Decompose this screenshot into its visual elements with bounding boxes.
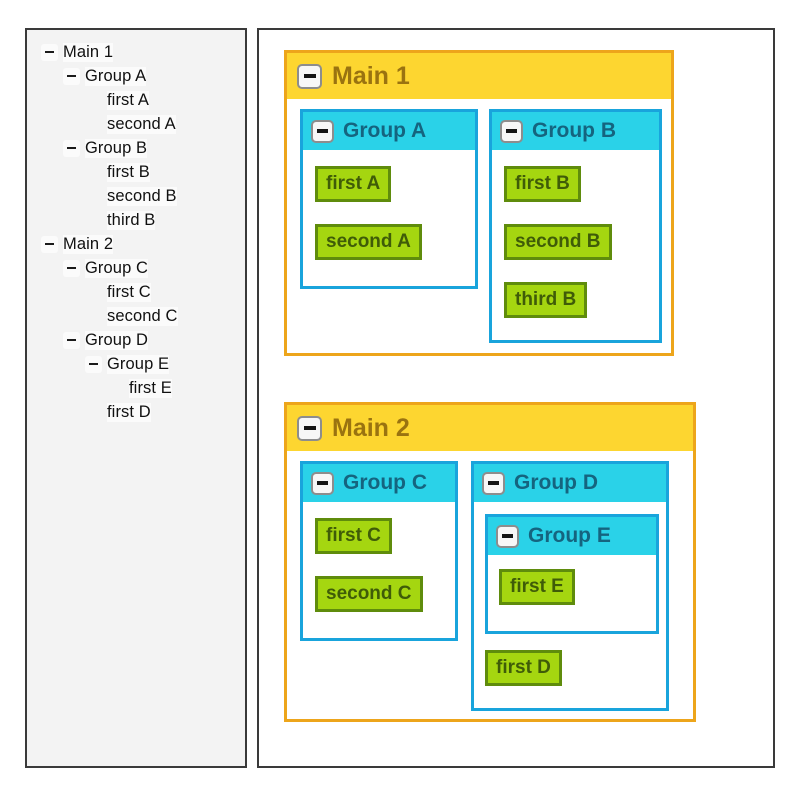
tree-list: Main 1 Group A first A second A Group B bbox=[27, 30, 245, 424]
minus-icon[interactable] bbox=[297, 415, 322, 441]
minus-icon[interactable] bbox=[63, 331, 80, 349]
group-box-group-a[interactable]: Group A first A second A bbox=[300, 109, 478, 289]
group-box-group-b[interactable]: Group B first B second B third B bbox=[489, 109, 662, 343]
minus-icon[interactable] bbox=[500, 119, 523, 143]
minus-icon[interactable] bbox=[482, 471, 505, 495]
minus-icon[interactable] bbox=[63, 259, 80, 277]
leaf-node[interactable]: first D bbox=[485, 650, 562, 686]
tree-item-first-d[interactable]: first D bbox=[27, 400, 245, 424]
leaf-node[interactable]: first B bbox=[504, 166, 581, 202]
tree-item-group-e[interactable]: Group E bbox=[27, 352, 245, 376]
leaf-label: first D bbox=[496, 657, 551, 678]
tree-item-group-d[interactable]: Group D bbox=[27, 328, 245, 352]
minus-icon[interactable] bbox=[297, 63, 322, 89]
leaf-node[interactable]: first C bbox=[315, 518, 392, 554]
main-title: Main 1 bbox=[332, 62, 410, 90]
main-box-main-2[interactable]: Main 2 Group C first C second C bbox=[284, 402, 696, 722]
minus-icon[interactable] bbox=[496, 524, 519, 548]
leaf-node[interactable]: second B bbox=[504, 224, 612, 260]
tree-indent-spacer bbox=[85, 308, 102, 325]
tree-item-label: third B bbox=[107, 210, 156, 230]
group-header-group-e[interactable]: Group E bbox=[488, 517, 656, 555]
tree-item-label: second A bbox=[107, 114, 176, 134]
tree-item-label: second C bbox=[107, 306, 178, 326]
tree-item-label: first E bbox=[129, 378, 172, 398]
leaf-label: first A bbox=[326, 173, 381, 194]
tree-indent-spacer bbox=[107, 380, 124, 397]
leaf-label: third B bbox=[515, 289, 577, 310]
tree-item-first-e[interactable]: first E bbox=[27, 376, 245, 400]
tree-item-label: second B bbox=[107, 186, 177, 206]
main-header-main-2[interactable]: Main 2 bbox=[287, 405, 693, 451]
leaf-label: first E bbox=[510, 576, 564, 597]
tree-indent-spacer bbox=[85, 188, 102, 205]
tree-item-label: first C bbox=[107, 282, 151, 302]
group-header-group-b[interactable]: Group B bbox=[492, 112, 659, 150]
tree-indent-spacer bbox=[85, 284, 102, 301]
tree-item-second-b[interactable]: second B bbox=[27, 184, 245, 208]
minus-icon[interactable] bbox=[63, 67, 80, 85]
tree-item-label: first A bbox=[107, 90, 149, 110]
leaf-label: second C bbox=[326, 583, 412, 604]
minus-icon[interactable] bbox=[41, 43, 58, 61]
leaf-label: second A bbox=[326, 231, 411, 252]
tree-indent-spacer bbox=[85, 164, 102, 181]
tree-item-second-c[interactable]: second C bbox=[27, 304, 245, 328]
main-header-main-1[interactable]: Main 1 bbox=[287, 53, 671, 99]
group-header-group-d[interactable]: Group D bbox=[474, 464, 666, 502]
group-box-group-d[interactable]: Group D Group E first E first D bbox=[471, 461, 669, 711]
tree-item-group-a[interactable]: Group A bbox=[27, 64, 245, 88]
tree-item-main-1[interactable]: Main 1 bbox=[27, 40, 245, 64]
group-box-group-c[interactable]: Group C first C second C bbox=[300, 461, 458, 641]
minus-icon[interactable] bbox=[85, 355, 102, 373]
leaf-node[interactable]: first A bbox=[315, 166, 392, 202]
minus-icon[interactable] bbox=[311, 119, 334, 143]
tree-indent-spacer bbox=[85, 92, 102, 109]
tree-item-group-b[interactable]: Group B bbox=[27, 136, 245, 160]
group-title: Group A bbox=[343, 119, 427, 142]
tree-item-label: first D bbox=[107, 402, 151, 422]
tree-item-label: Main 1 bbox=[63, 42, 114, 62]
tree-item-label: first B bbox=[107, 162, 150, 182]
main-box-main-1[interactable]: Main 1 Group A first A second A bbox=[284, 50, 674, 356]
group-title: Group D bbox=[514, 471, 598, 494]
leaf-node[interactable]: third B bbox=[504, 282, 588, 318]
leaf-node[interactable]: first E bbox=[499, 569, 575, 605]
tree-panel: Main 1 Group A first A second A Group B bbox=[25, 28, 247, 768]
tree-item-label: Main 2 bbox=[63, 234, 114, 254]
leaf-node[interactable]: second A bbox=[315, 224, 422, 260]
leaf-label: first C bbox=[326, 525, 381, 546]
group-title: Group C bbox=[343, 471, 427, 494]
tree-indent-spacer bbox=[85, 116, 102, 133]
group-header-group-c[interactable]: Group C bbox=[303, 464, 455, 502]
diagram-canvas-panel: Main 1 Group A first A second A bbox=[257, 28, 775, 768]
tree-item-first-a[interactable]: first A bbox=[27, 88, 245, 112]
tree-item-label: Group D bbox=[85, 330, 149, 350]
tree-item-second-a[interactable]: second A bbox=[27, 112, 245, 136]
tree-item-label: Group C bbox=[85, 258, 149, 278]
minus-icon[interactable] bbox=[311, 471, 334, 495]
main-title: Main 2 bbox=[332, 414, 410, 442]
tree-item-label: Group A bbox=[85, 66, 147, 86]
group-title: Group B bbox=[532, 119, 616, 142]
group-header-group-a[interactable]: Group A bbox=[303, 112, 475, 150]
tree-item-main-2[interactable]: Main 2 bbox=[27, 232, 245, 256]
minus-icon[interactable] bbox=[63, 139, 80, 157]
tree-item-label: Group B bbox=[85, 138, 148, 158]
group-box-group-e[interactable]: Group E first E bbox=[485, 514, 659, 634]
minus-icon[interactable] bbox=[41, 235, 58, 253]
tree-indent-spacer bbox=[85, 404, 102, 421]
tree-item-first-c[interactable]: first C bbox=[27, 280, 245, 304]
leaf-node[interactable]: second C bbox=[315, 576, 423, 612]
group-title: Group E bbox=[528, 524, 611, 547]
tree-item-third-b[interactable]: third B bbox=[27, 208, 245, 232]
tree-item-label: Group E bbox=[107, 354, 170, 374]
leaf-label: second B bbox=[515, 231, 601, 252]
tree-indent-spacer bbox=[85, 212, 102, 229]
tree-item-group-c[interactable]: Group C bbox=[27, 256, 245, 280]
leaf-label: first B bbox=[515, 173, 570, 194]
tree-item-first-b[interactable]: first B bbox=[27, 160, 245, 184]
